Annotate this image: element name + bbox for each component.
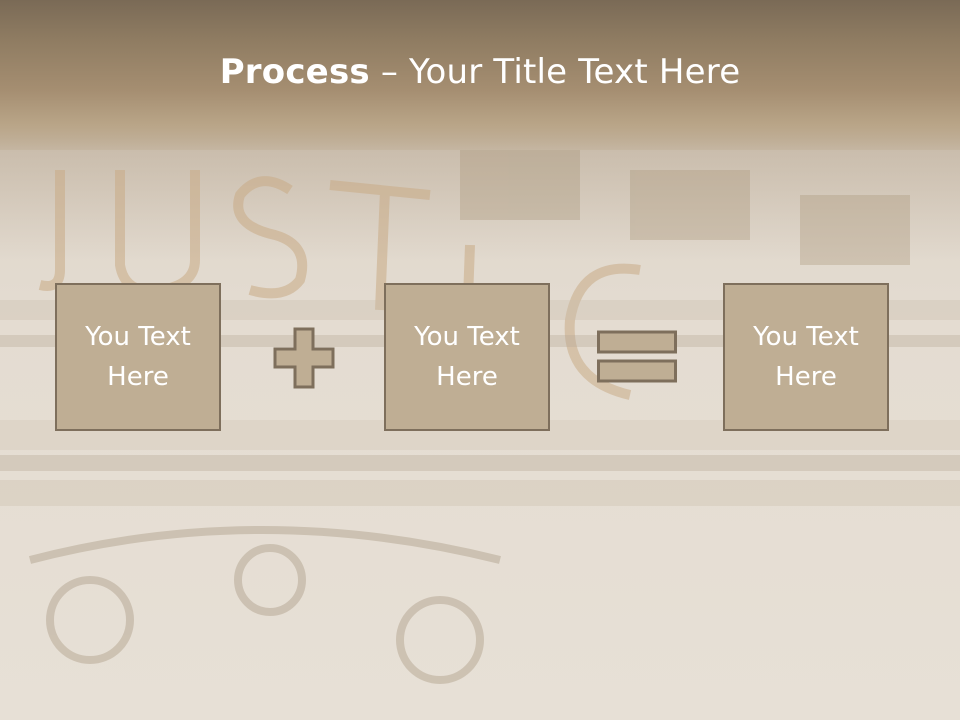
plus-icon bbox=[273, 327, 335, 389]
title-rest: – Your Title Text Here bbox=[369, 52, 741, 92]
process-box-3-label: You Text Here bbox=[753, 322, 859, 392]
process-box-2[interactable]: You Text Here bbox=[384, 283, 550, 431]
process-box-1[interactable]: You Text Here bbox=[55, 283, 221, 431]
title-band bbox=[0, 0, 960, 150]
process-box-3[interactable]: You Text Here bbox=[723, 283, 889, 431]
process-box-1-label: You Text Here bbox=[85, 322, 191, 392]
slide-title: Process – Your Title Text Here bbox=[0, 52, 960, 92]
title-bold: Process bbox=[219, 52, 370, 92]
equals-icon bbox=[597, 330, 677, 384]
process-box-2-label: You Text Here bbox=[414, 322, 520, 392]
